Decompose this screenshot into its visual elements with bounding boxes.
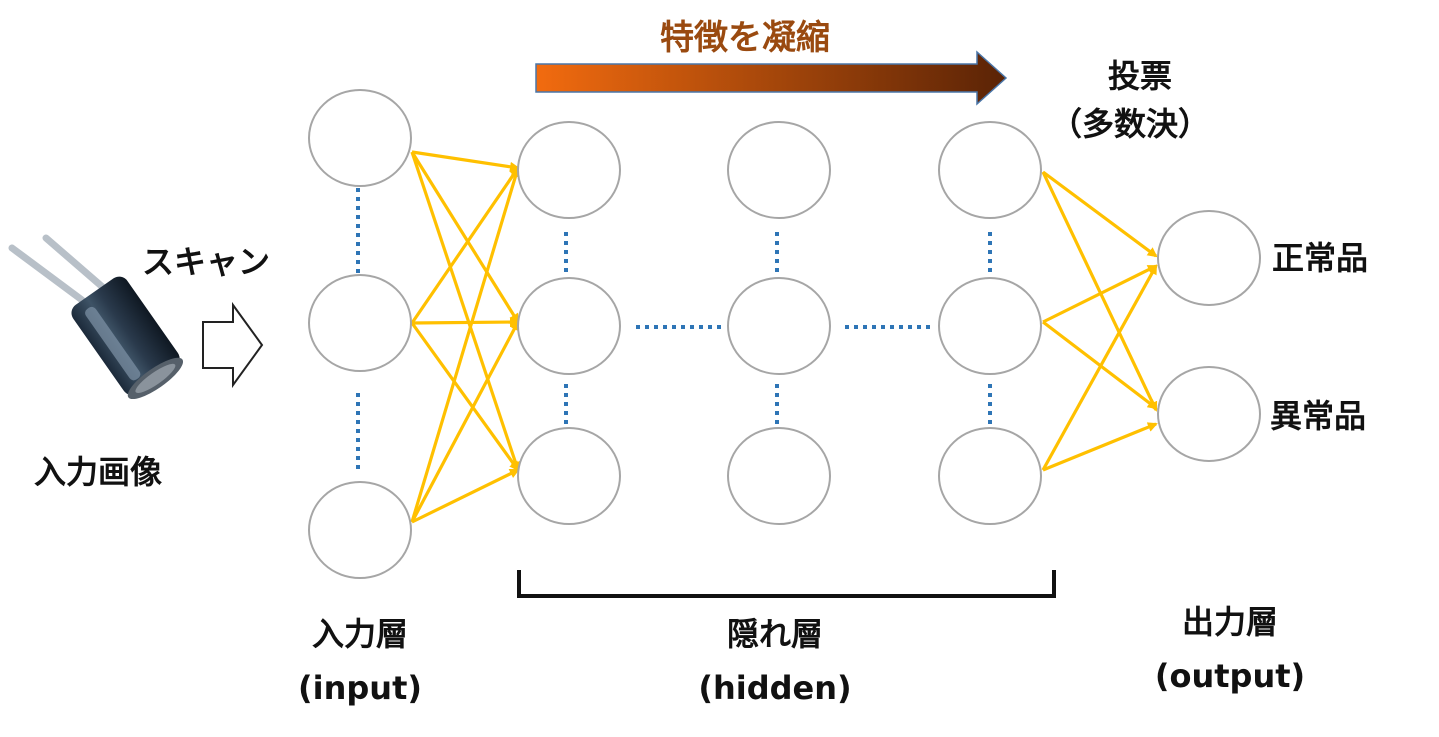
- input-layer-label: 入力層: [311, 615, 408, 653]
- capacitor-icon: [8, 234, 184, 400]
- input-image-label: 入力画像: [34, 453, 163, 491]
- ellipsis-dots: [356, 188, 992, 474]
- vote-subtitle: （多数決）: [1049, 105, 1210, 143]
- hidden-layer-nodes: [517, 121, 1042, 525]
- input-layer-nodes: [308, 89, 412, 579]
- input-node: [308, 274, 412, 372]
- input-layer-en-label: (input): [298, 669, 422, 707]
- hidden-layer-en-label: (hidden): [698, 669, 852, 707]
- hidden-layer-label: 隠れ層: [726, 615, 823, 653]
- output-node-abnormal: [1157, 366, 1261, 462]
- input-node: [308, 89, 412, 187]
- connection-edges: [410, 150, 1158, 524]
- hollow-right-arrow-icon: [202, 301, 264, 389]
- hidden-node: [727, 121, 831, 219]
- hidden-node: [517, 277, 621, 375]
- normal-label: 正常品: [1272, 239, 1369, 277]
- output-layer-label: 出力層: [1181, 603, 1278, 641]
- input-node: [308, 481, 412, 579]
- hidden-layer-bracket: [517, 570, 1056, 598]
- hidden-node: [938, 277, 1042, 375]
- hidden-node: [938, 427, 1042, 525]
- output-layer-en-label: (output): [1154, 657, 1306, 695]
- feature-compression-label: 特徴を凝縮: [660, 18, 830, 58]
- output-node-normal: [1157, 210, 1261, 306]
- vote-label: 投票: [1107, 57, 1172, 95]
- scan-label: スキャン: [142, 243, 271, 281]
- abnormal-label: 異常品: [1270, 397, 1367, 435]
- hidden-node: [517, 427, 621, 525]
- hidden-node: [727, 277, 831, 375]
- hidden-node: [517, 121, 621, 219]
- gradient-right-arrow-icon: [535, 50, 1008, 106]
- output-layer-nodes: [1157, 210, 1261, 462]
- hidden-node: [938, 121, 1042, 219]
- hidden-node: [727, 427, 831, 525]
